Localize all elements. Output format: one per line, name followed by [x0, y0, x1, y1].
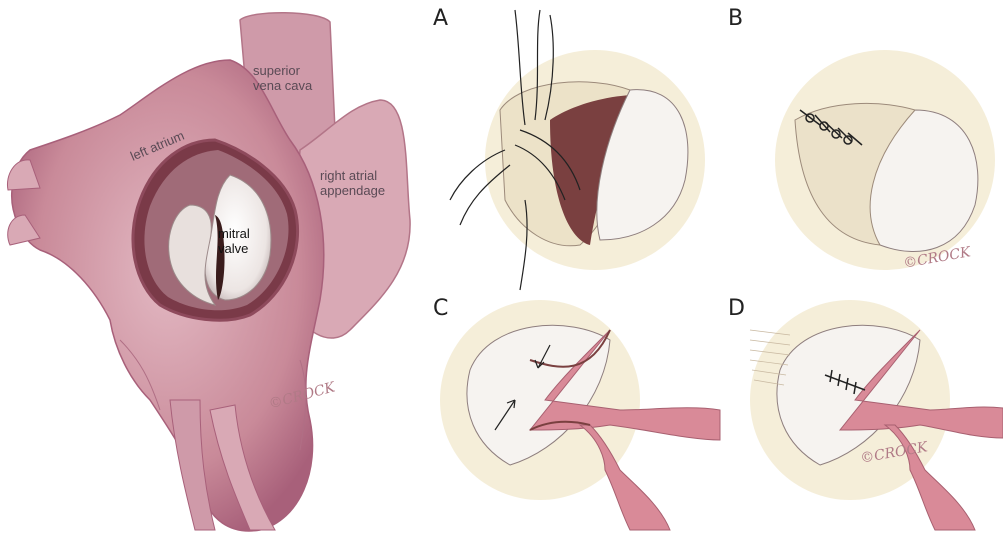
heart-illustration: superior vena cava left atrium right atr… [0, 0, 420, 537]
panel-d-drawing [749, 300, 1003, 531]
label-superior-vena-cava: superior vena cava [253, 63, 313, 93]
panel-a: A [430, 0, 710, 291]
panel-b-drawing [775, 50, 995, 270]
label-mitral-valve: mitral valve [218, 226, 250, 256]
label-right-atrial-appendage: right atrial appendage [320, 168, 386, 198]
valve-orifice [215, 215, 225, 300]
panel-d-letter: D [728, 296, 745, 321]
panel-a-letter: A [433, 6, 449, 31]
pulmonary-vein-lower [7, 214, 41, 246]
inferior-vessel-1 [169, 399, 216, 531]
panel-d-chordae [838, 329, 1003, 531]
pulmonary-vein-upper [6, 159, 41, 191]
panel-c-letter: C [433, 296, 449, 321]
panel-c-drawing [440, 300, 721, 531]
inferior-vessel-2 [209, 404, 276, 531]
panel-d-sutures [824, 369, 866, 395]
heart-drawing [6, 12, 411, 532]
panel-a-leaflet [596, 89, 689, 241]
panel-b: B ©CROCK [720, 0, 1003, 290]
panel-c-chordae [528, 329, 721, 531]
panel-c: C [430, 290, 721, 537]
panel-d: D ©CROCK [720, 290, 1003, 537]
panel-b-letter: B [728, 6, 744, 31]
panel-b-sutures [799, 109, 863, 146]
panel-a-drawing [449, 9, 705, 291]
